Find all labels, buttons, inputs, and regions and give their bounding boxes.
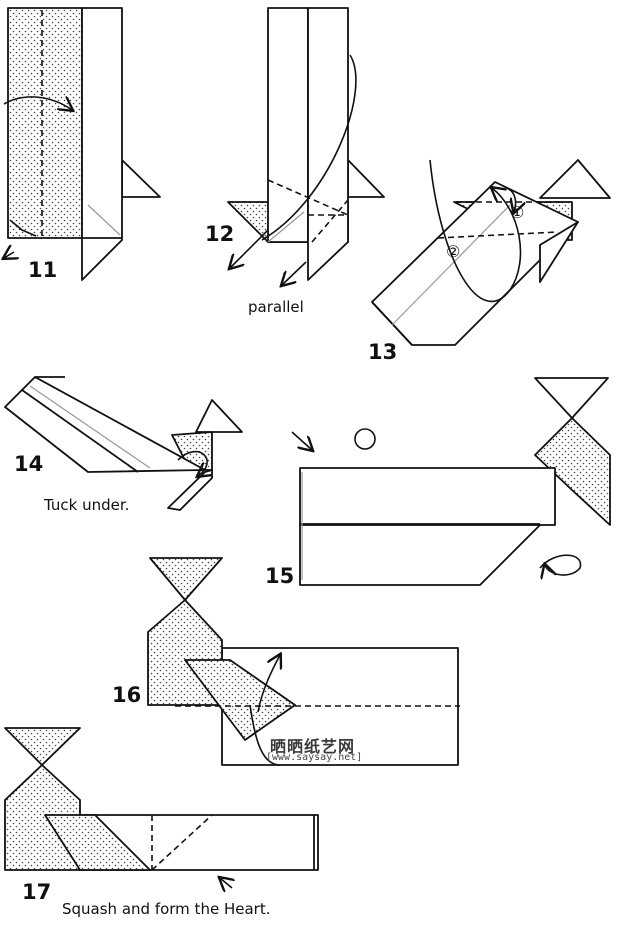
step-12-caption: parallel	[248, 298, 304, 316]
step-17-number: 17	[22, 880, 52, 904]
step-13-number: 13	[368, 340, 398, 364]
step-17-caption: Squash and form the Heart.	[62, 900, 271, 918]
step-14-figure	[4, 376, 243, 511]
step-15-figure	[291, 377, 611, 586]
step-11-figure	[4, 7, 161, 281]
step-13-figure	[371, 159, 611, 346]
step-17-figure	[4, 727, 319, 888]
step-15-number: 15	[265, 564, 295, 588]
watermark-name: 晒晒纸艺网	[270, 737, 356, 756]
step-13-mark-2: ②	[446, 242, 461, 261]
watermark-url: [www.saysay.net]	[266, 752, 363, 763]
step-14-caption: Tuck under.	[44, 496, 130, 514]
step-14-number: 14	[14, 452, 44, 476]
step-12-figure	[227, 7, 385, 285]
step-12-number: 12	[205, 222, 235, 246]
step-16-figure	[147, 557, 460, 766]
step-11-number: 11	[28, 258, 58, 282]
step-16-number: 16	[112, 683, 142, 707]
step-13-mark-1: ①	[510, 203, 525, 222]
